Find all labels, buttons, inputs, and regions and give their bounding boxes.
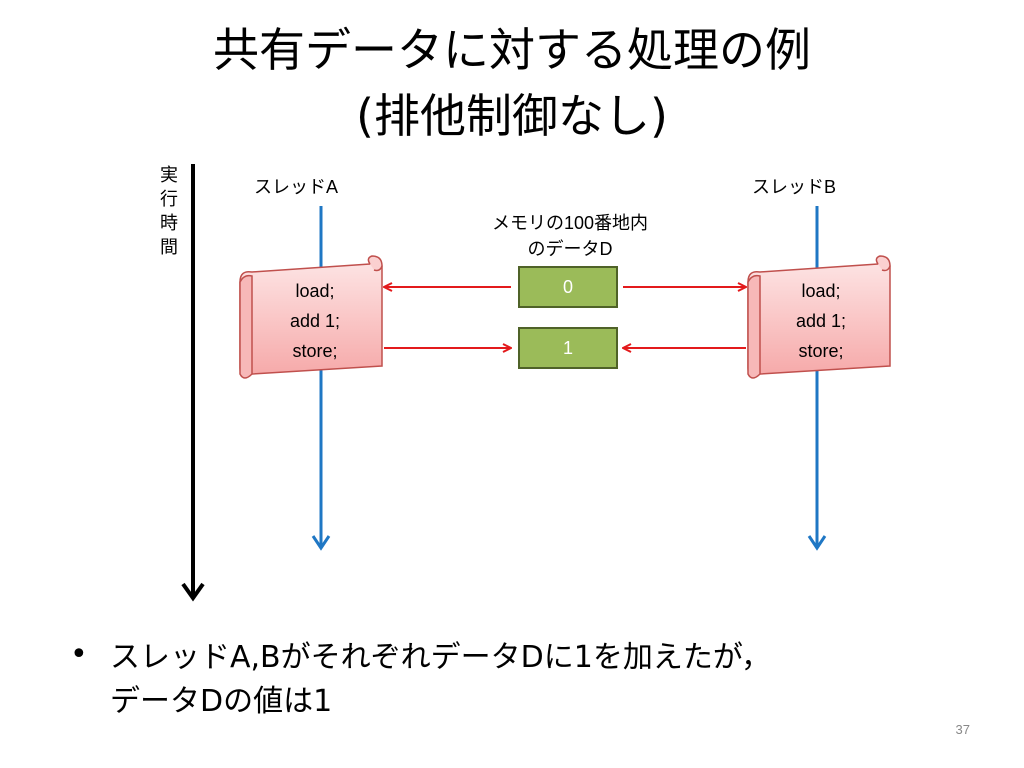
op-load: load; bbox=[801, 281, 841, 301]
op-add: add 1; bbox=[289, 311, 341, 331]
thread-b-scroll bbox=[747, 255, 891, 379]
thread-a-scroll bbox=[239, 255, 383, 379]
page-subtitle: (排他制御なし) bbox=[356, 89, 668, 143]
page-title: 共有データに対する処理の例 bbox=[213, 23, 811, 77]
thread-b-arrowhead bbox=[807, 535, 827, 551]
op-store: store; bbox=[798, 341, 844, 361]
thread-a-ops: load; add 1; store; bbox=[260, 276, 370, 366]
time-axis-label: 実 行 時 間 bbox=[160, 165, 178, 258]
memory-value-before: 0 bbox=[518, 266, 618, 308]
memory-value-after: 1 bbox=[518, 327, 618, 369]
thread-a-arrowhead bbox=[311, 535, 331, 551]
thread-a-label: スレッドA bbox=[254, 177, 339, 197]
memory-label: メモリの100番地内 のデータD bbox=[491, 213, 649, 259]
bullet-text: スレッドA,BがそれぞれデータDに1を加えたが， データDの値は1 bbox=[110, 640, 772, 719]
op-load: load; bbox=[295, 281, 335, 301]
thread-b-ops: load; add 1; store; bbox=[766, 276, 876, 366]
page-number: 37 bbox=[955, 722, 970, 737]
thread-b-label: スレッドB bbox=[752, 177, 837, 197]
bullet-marker: • bbox=[70, 637, 88, 672]
time-axis-arrowhead bbox=[181, 582, 205, 602]
op-add: add 1; bbox=[795, 311, 847, 331]
op-store: store; bbox=[292, 341, 338, 361]
